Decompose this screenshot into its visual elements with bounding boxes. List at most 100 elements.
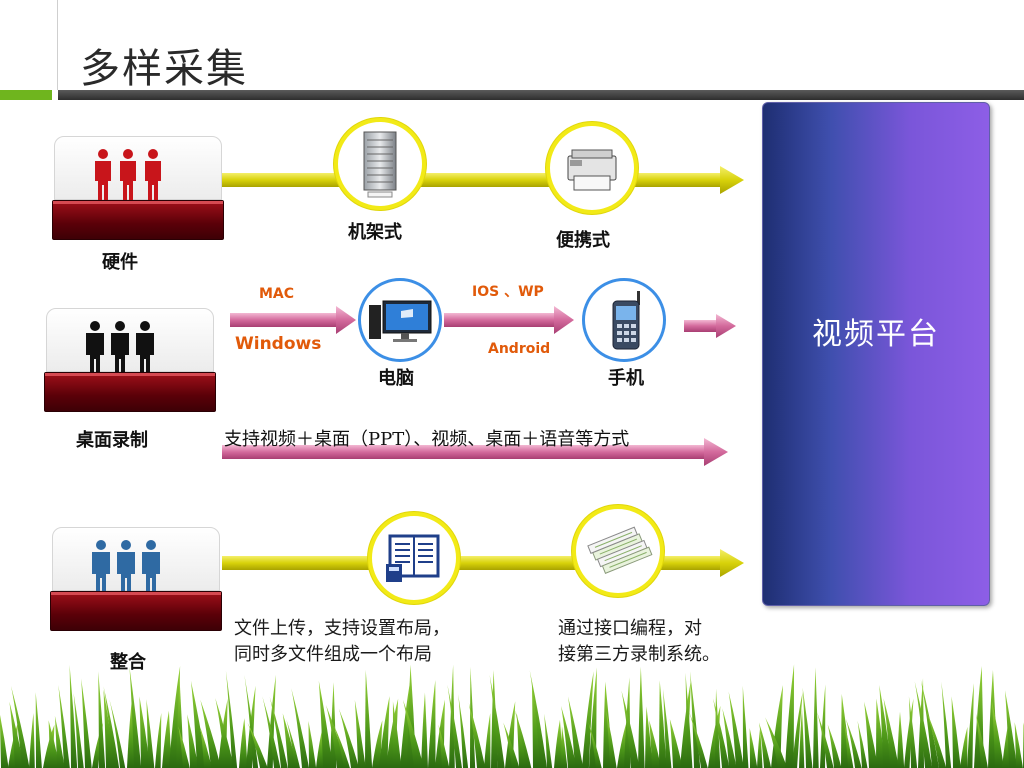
portable-label: 便携式 <box>556 230 610 251</box>
grass-blade <box>69 664 78 768</box>
grass-blade <box>728 691 744 768</box>
windows-label: Windows <box>235 334 322 354</box>
grass-blade <box>215 697 234 768</box>
grass-blade <box>883 698 899 768</box>
grass-blade <box>354 699 366 768</box>
grass-blade <box>685 672 693 768</box>
grass-decoration <box>0 664 1024 768</box>
grass-blade <box>98 671 106 768</box>
grass-blade <box>713 698 730 768</box>
grass-blade <box>785 664 795 768</box>
title-underline-bar <box>58 90 1024 100</box>
grass-blade <box>813 667 819 768</box>
grass-blade <box>649 720 662 768</box>
document-layout-icon <box>386 534 440 582</box>
video-platform-label: 视频平台 <box>812 317 940 352</box>
grass-blade <box>379 696 390 768</box>
desktop-card <box>44 308 216 412</box>
grass-blade <box>621 690 640 768</box>
grass-blade <box>468 703 486 768</box>
pc-label: 电脑 <box>378 368 414 389</box>
grass-blade <box>447 684 463 768</box>
android-label: Android <box>488 341 551 357</box>
grass-blade <box>844 722 854 768</box>
api-note-line2: 接第三方录制系统。 <box>558 644 720 665</box>
grass-blade <box>58 685 70 768</box>
grass-blade <box>588 722 602 768</box>
upload-node <box>368 512 460 604</box>
grass-blade <box>606 710 617 768</box>
grass-blade <box>127 701 136 768</box>
grass-blade <box>561 705 577 768</box>
grass-blade <box>155 712 162 768</box>
page-title: 多样采集 <box>80 46 248 92</box>
portable-node <box>546 122 638 214</box>
grass-blade <box>857 720 868 768</box>
grass-blade <box>316 727 324 768</box>
grass-blade <box>827 724 842 768</box>
people-red-icon <box>93 147 163 203</box>
phone-platform-arrow <box>684 314 736 338</box>
upload-note-line2: 同时多文件组成一个布局 <box>234 644 432 665</box>
grass-blade <box>109 699 126 768</box>
grass-blade <box>372 720 383 768</box>
desktop-computer-icon <box>369 300 432 342</box>
pc-node <box>358 278 442 362</box>
grass-blade <box>267 674 276 768</box>
grass-blade <box>35 692 42 768</box>
grass-blade <box>421 692 428 768</box>
rack-label: 机架式 <box>348 222 402 243</box>
hardware-card <box>52 136 224 240</box>
people-black-icon <box>85 319 155 377</box>
grass-blade <box>680 679 692 768</box>
grass-blade <box>291 688 310 768</box>
grass-blade <box>318 680 333 768</box>
grass-blade <box>659 680 667 768</box>
grass-blade <box>914 681 933 768</box>
grass-blade <box>975 713 988 768</box>
grass-blade <box>820 684 826 768</box>
upload-note: 文件上传，支持设置布局， 同时多文件组成一个布局 <box>234 616 450 668</box>
api-note: 通过接口编程，对 接第三方录制系统。 <box>558 616 720 668</box>
grass-blade <box>715 688 721 768</box>
grass-blade <box>567 696 584 768</box>
grass-blade <box>742 685 749 768</box>
grass-blade <box>864 701 879 768</box>
people-blue-icon <box>91 538 161 596</box>
grass-blade <box>758 722 772 768</box>
grass-blade <box>1004 690 1018 768</box>
api-note-line1: 通过接口编程，对 <box>558 618 702 639</box>
grass-blade <box>484 713 491 768</box>
grass-blade <box>81 678 92 768</box>
grass-blade <box>438 724 450 768</box>
paper-stack-icon <box>587 526 653 574</box>
grass-blade <box>926 709 947 768</box>
grass-blade <box>262 696 281 768</box>
integration-card <box>50 527 222 631</box>
grass-blade <box>458 694 469 768</box>
grass-blade <box>757 727 763 768</box>
grass-blade <box>669 718 683 768</box>
grass-blade <box>951 696 961 768</box>
grass-blade <box>554 719 564 768</box>
grass-blade <box>513 706 532 768</box>
grass-blade <box>645 706 653 768</box>
grass-blade <box>286 719 301 768</box>
grass-blade <box>920 679 939 768</box>
grass-blade <box>544 713 553 768</box>
grass-blade <box>749 727 758 768</box>
desktop-mode-note: 支持视频＋桌面（PPT）、视频、桌面＋语音等方式 <box>224 429 630 450</box>
grass-blade <box>308 721 317 768</box>
video-platform-panel: 视频平台 <box>762 102 990 606</box>
mac-windows-arrow <box>230 306 356 334</box>
grass-blade <box>765 717 788 768</box>
grass-blade <box>225 670 238 768</box>
mobile-phone-icon <box>612 291 640 350</box>
integration-flow-arrow <box>222 549 744 577</box>
ios-wp-label: IOS 、WP <box>472 284 544 300</box>
grass-blade <box>338 708 360 768</box>
grass-blade <box>908 696 918 768</box>
grass-blade <box>1014 722 1023 768</box>
rack-server-node <box>334 118 426 210</box>
grass-blade <box>10 685 30 768</box>
